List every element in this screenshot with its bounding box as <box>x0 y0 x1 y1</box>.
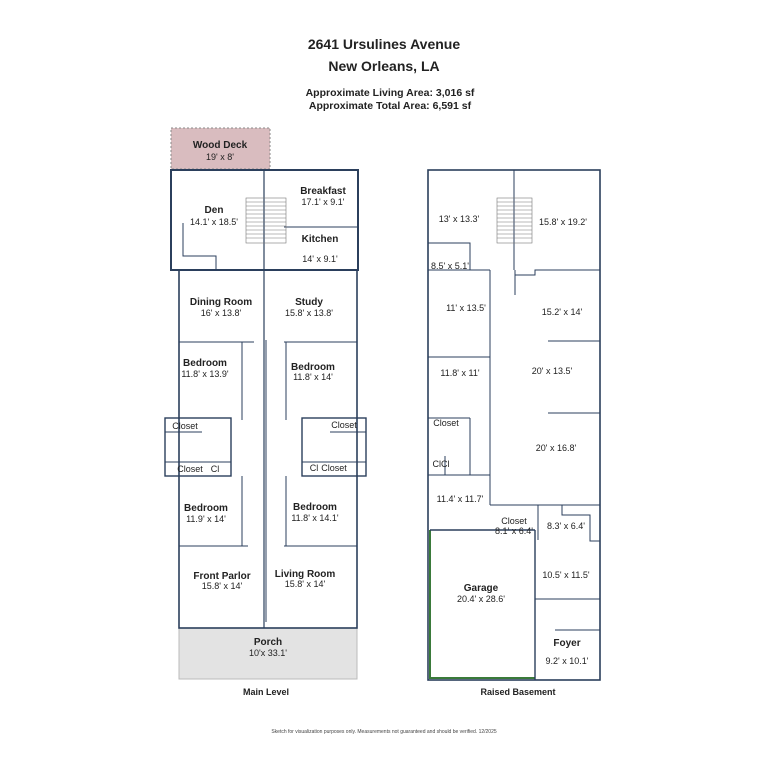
svg-text:8.5' x 5.1': 8.5' x 5.1' <box>431 261 469 271</box>
svg-text:Den: Den <box>205 205 224 216</box>
svg-text:13' x 13.3': 13' x 13.3' <box>439 214 480 224</box>
svg-text:14' x 9.1': 14' x 9.1' <box>302 254 338 264</box>
svg-text:20.4' x 28.6': 20.4' x 28.6' <box>457 594 505 604</box>
svg-text:Living Room: Living Room <box>275 569 336 580</box>
svg-text:20' x 16.8': 20' x 16.8' <box>536 443 577 453</box>
room-name: Wood Deck <box>193 140 248 151</box>
total-area: Approximate Total Area: 6,591 sf <box>308 100 472 112</box>
svg-text:11.9' x 14': 11.9' x 14' <box>186 514 226 524</box>
porch-area <box>178 627 358 680</box>
svg-text:Closet: Closet <box>172 421 198 431</box>
svg-text:Bedroom: Bedroom <box>184 503 228 514</box>
svg-text:17.1' x 9.1': 17.1' x 9.1' <box>302 197 345 207</box>
svg-text:15.8' x 14': 15.8' x 14' <box>202 581 243 591</box>
svg-text:Porch: Porch <box>254 637 282 648</box>
svg-text:ClCl: ClCl <box>433 459 450 469</box>
living-area: Approximate Living Area: 3,016 sf <box>305 87 475 99</box>
svg-text:15.8' x 14': 15.8' x 14' <box>285 579 326 589</box>
svg-text:Closet: Closet <box>501 516 527 526</box>
svg-text:20' x 13.5': 20' x 13.5' <box>532 366 573 376</box>
svg-text:15.2' x 14': 15.2' x 14' <box>542 307 583 317</box>
svg-text:Closet: Closet <box>177 464 203 474</box>
svg-text:11.8' x 14.1': 11.8' x 14.1' <box>291 513 339 523</box>
svg-text:Closet: Closet <box>331 420 357 430</box>
raised-basement-plan <box>427 169 601 681</box>
svg-text:Breakfast: Breakfast <box>300 186 346 197</box>
svg-text:Closet: Closet <box>433 418 459 428</box>
svg-text:Closet: Closet <box>321 463 347 473</box>
svg-text:11.8' x 11': 11.8' x 11' <box>440 368 479 378</box>
svg-text:15.8' x 19.2': 15.8' x 19.2' <box>539 217 587 227</box>
svg-text:8.3' x 6.4': 8.3' x 6.4' <box>547 521 585 531</box>
svg-text:16' x 13.8': 16' x 13.8' <box>201 308 242 318</box>
svg-text:Bedroom: Bedroom <box>291 362 335 373</box>
svg-text:11.4' x 11.7': 11.4' x 11.7' <box>437 494 484 504</box>
svg-text:8.1' x 6.4': 8.1' x 6.4' <box>495 526 533 536</box>
svg-text:11' x 13.5': 11' x 13.5' <box>446 303 486 313</box>
svg-text:Garage: Garage <box>464 583 499 594</box>
address-line-2: New Orleans, LA <box>328 58 440 74</box>
raised-basement-label: Raised Basement <box>480 687 555 697</box>
svg-text:Bedroom: Bedroom <box>183 358 227 369</box>
svg-text:Bedroom: Bedroom <box>293 502 337 513</box>
svg-text:10.5' x 11.5': 10.5' x 11.5' <box>542 570 590 580</box>
main-level-label: Main Level <box>243 687 289 697</box>
svg-text:11.8' x 14': 11.8' x 14' <box>293 372 333 382</box>
svg-text:Dining Room: Dining Room <box>190 297 252 308</box>
svg-text:Front Parlor: Front Parlor <box>193 571 250 582</box>
disclaimer: Sketch for visualization purposes only. … <box>271 729 497 735</box>
svg-text:Kitchen: Kitchen <box>302 234 339 245</box>
svg-text:Cl: Cl <box>310 463 319 473</box>
svg-text:15.8' x 13.8': 15.8' x 13.8' <box>285 308 333 318</box>
room-dims: 19' x 8' <box>206 152 234 162</box>
svg-text:10'x 33.1': 10'x 33.1' <box>249 648 287 658</box>
svg-text:Study: Study <box>295 297 323 308</box>
svg-text:Cl: Cl <box>211 464 220 474</box>
svg-text:Foyer: Foyer <box>553 638 580 649</box>
svg-text:14.1' x 18.5': 14.1' x 18.5' <box>190 217 238 227</box>
address-line-1: 2641 Ursulines Avenue <box>307 36 461 52</box>
main-level-plan <box>164 127 367 680</box>
svg-text:11.8' x 13.9': 11.8' x 13.9' <box>181 369 229 379</box>
svg-text:9.2' x 10.1': 9.2' x 10.1' <box>546 656 589 666</box>
